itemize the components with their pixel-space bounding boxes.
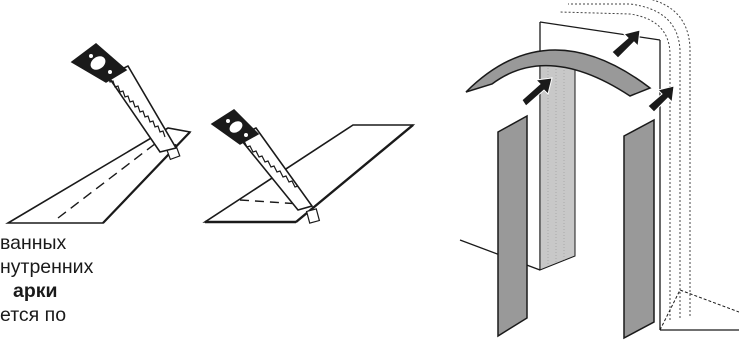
left-side-panel [498, 116, 527, 336]
caption-line-1: ванных [0, 231, 170, 255]
instruction-caption: ванных нутренних арки ется по [0, 231, 170, 327]
arrow-icon-3 [648, 86, 674, 112]
arch-doorway-illustration [460, 0, 739, 338]
saw-cut-lengthwise-illustration [8, 44, 190, 223]
saw-1 [72, 44, 176, 152]
floor-line-right [660, 290, 739, 330]
caption-line-3: арки [0, 279, 170, 303]
caption-line-4: ется по [0, 303, 170, 327]
saw-cut-crosswise-illustration [205, 110, 413, 223]
right-side-panel [624, 120, 654, 338]
clamp-tab-2 [307, 209, 320, 223]
caption-line-2: нутренних [0, 255, 170, 279]
arrow-icon-2 [612, 30, 640, 58]
saw-1-blade [108, 66, 176, 152]
